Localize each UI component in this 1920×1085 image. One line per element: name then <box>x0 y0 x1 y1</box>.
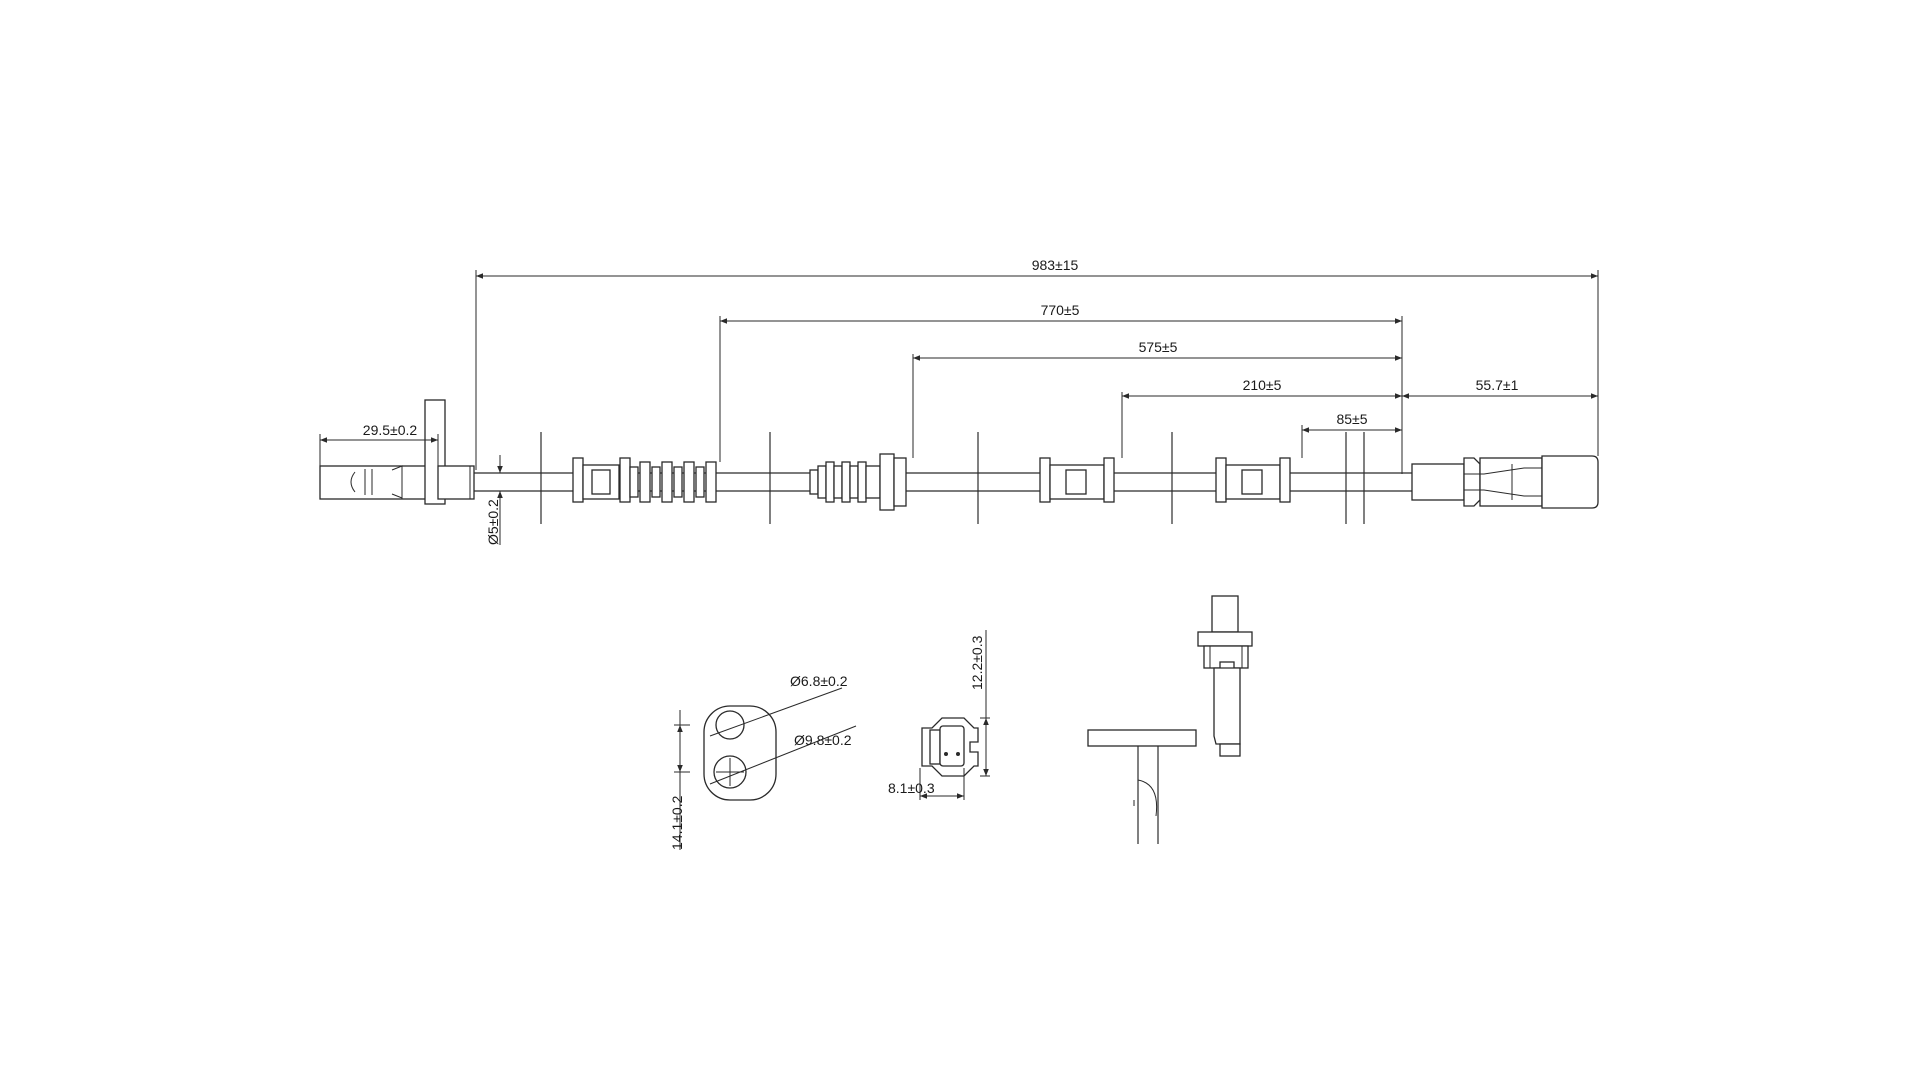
dim-cable-diameter: Ø5±0.2 <box>485 499 501 545</box>
dim-hole-large: Ø9.8±0.2 <box>794 732 852 748</box>
connector-face-view: 8.1±0.3 12.2±0.3 <box>888 630 990 800</box>
cable-clip-4 <box>1171 432 1291 524</box>
dim-bracket-height: 14.1±0.2 <box>669 795 685 850</box>
sensor-head <box>319 399 475 505</box>
cable-assembly <box>319 399 1599 524</box>
dim-connector-width: 8.1±0.3 <box>888 780 935 796</box>
electrical-connector <box>1411 455 1599 509</box>
cable-clip-1 <box>540 432 717 524</box>
hole-small <box>715 710 745 740</box>
dim-210: 210±5 <box>1243 377 1282 393</box>
dim-total-length: 983±15 <box>1032 257 1079 273</box>
bracket-view: 14.1±0.2 Ø6.8±0.2 Ø9.8±0.2 <box>669 673 857 850</box>
sensor-side-view <box>1087 595 1253 844</box>
dim-hole-small: Ø6.8±0.2 <box>790 673 848 689</box>
dim-575: 575±5 <box>1139 339 1178 355</box>
cable-clip-2 <box>769 432 907 524</box>
dim-770: 770±5 <box>1041 302 1080 318</box>
cable-clip-3 <box>977 432 1115 524</box>
dim-sensor-head-length: 29.5±0.2 <box>363 422 418 438</box>
dim-85: 85±5 <box>1336 411 1367 427</box>
dim-connector-length: 55.7±1 <box>1476 377 1519 393</box>
dim-connector-height: 12.2±0.3 <box>969 635 985 690</box>
